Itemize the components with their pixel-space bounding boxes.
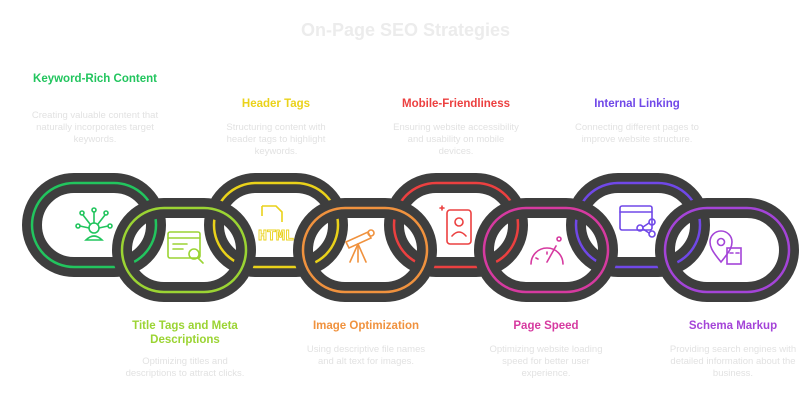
step-label-page-speed: Page Speed xyxy=(513,320,579,332)
chain-link-title-tags xyxy=(112,198,256,302)
linked-pages-icon xyxy=(619,205,656,238)
step-desc-schema-markup: Providing search engines with detailed i… xyxy=(669,344,797,379)
chain-link-internal-linking xyxy=(566,173,710,277)
step-desc-internal-linking: Connecting different pages to improve we… xyxy=(575,122,699,145)
step-desc-mobile-friendliness: Ensuring website accessibility and usabi… xyxy=(393,122,519,157)
step-desc-page-speed: Optimizing website loading speed for bet… xyxy=(489,344,603,379)
location-building-icon xyxy=(709,230,742,265)
step-label-internal-linking: Internal Linking xyxy=(594,98,680,110)
step-desc-keyword-rich-content: Creating valuable content that naturally… xyxy=(31,110,159,145)
chain-link-mobile-friendliness xyxy=(384,173,528,277)
step-desc-image-optimization: Using descriptive file names and alt tex… xyxy=(306,344,426,367)
step-label-image-optimization: Image Optimization xyxy=(312,320,420,332)
step-label-title-tags: Title Tags and Meta Descriptions xyxy=(132,320,238,346)
step-label-mobile-friendliness: Mobile-Friendliness xyxy=(402,98,510,110)
telescope-icon xyxy=(344,229,375,263)
step-label-schema-markup: Schema Markup xyxy=(688,320,778,332)
chain-link-header-tags xyxy=(204,173,348,277)
chain-link-keyword-rich-content xyxy=(22,173,166,277)
mobile-user-icon xyxy=(439,205,472,245)
keyword-network-icon xyxy=(75,207,113,241)
step-desc-header-tags: Structuring content with header tags to … xyxy=(226,122,326,157)
diagram-title: On-Page SEO Strategies xyxy=(300,20,511,40)
browser-search-icon xyxy=(167,231,204,264)
chain-link-schema-markup xyxy=(655,198,799,302)
chain-link-page-speed xyxy=(474,198,618,302)
step-label-header-tags: Header Tags xyxy=(241,98,311,110)
html-file-icon: HTML xyxy=(258,205,294,245)
chain-link-image-optimization xyxy=(293,198,437,302)
step-desc-title-tags: Optimizing titles and descriptions to at… xyxy=(125,356,245,379)
svg-text:HTML: HTML xyxy=(258,228,294,245)
speedometer-icon xyxy=(530,236,564,265)
step-label-keyword-rich-content: Keyword-Rich Content xyxy=(33,73,157,85)
